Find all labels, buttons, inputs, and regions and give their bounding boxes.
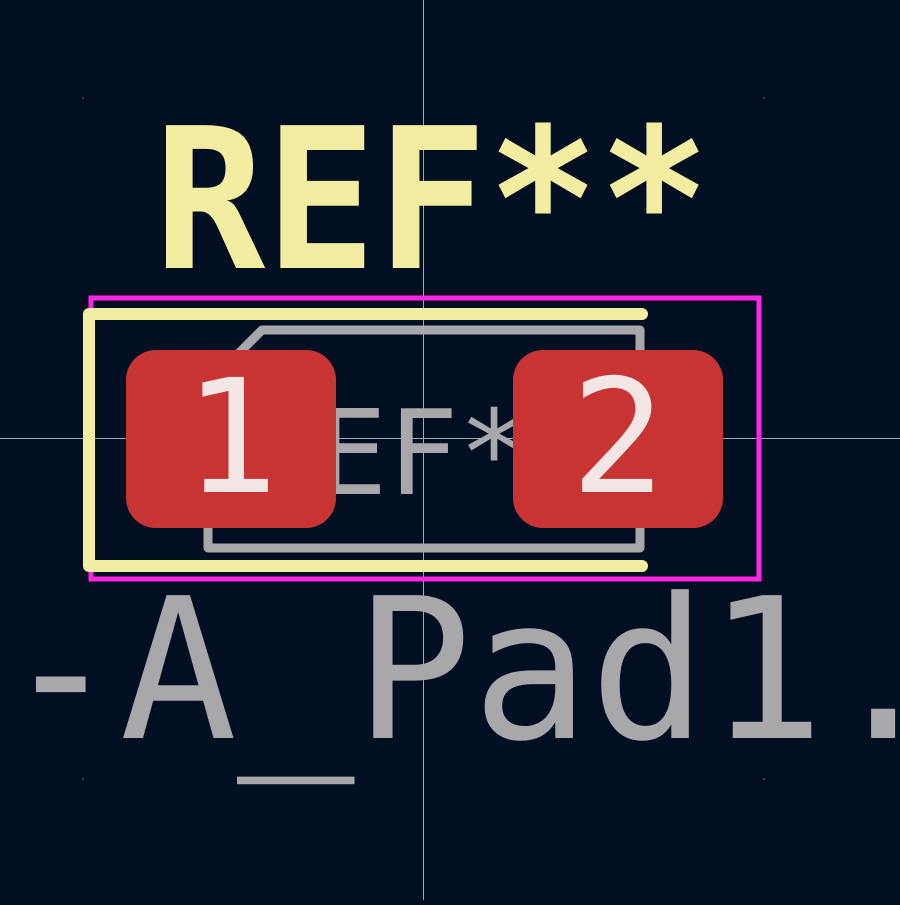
pad-2[interactable]: 2 [513, 346, 723, 530]
pad-2-number: 2 [570, 346, 665, 530]
pad-1-number: 1 [183, 346, 278, 530]
reference-designator[interactable]: REF** [154, 87, 710, 315]
pad-2-copper [513, 350, 723, 528]
pad-1-copper [126, 350, 336, 528]
silkscreen-outline [83, 308, 648, 572]
value-text[interactable]: -A_Pad1. [2, 557, 900, 785]
pad-1[interactable]: 1 [126, 346, 336, 530]
grid-dots [82, 97, 765, 780]
